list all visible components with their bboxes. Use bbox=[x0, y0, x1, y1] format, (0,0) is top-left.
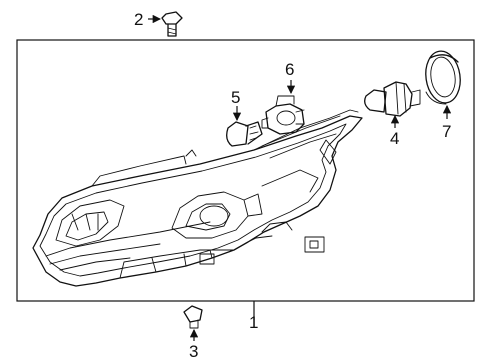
screw-part-2 bbox=[161, 11, 183, 37]
assembly-frame bbox=[16, 39, 475, 302]
callout-4: 4 bbox=[390, 129, 399, 148]
headlamp-housing bbox=[32, 109, 363, 287]
callout-3: 3 bbox=[189, 342, 198, 360]
callout-1: 1 bbox=[249, 313, 258, 332]
bulb-part-4 bbox=[364, 81, 421, 117]
callout-6: 6 bbox=[285, 60, 294, 79]
bulb-part-5 bbox=[226, 121, 263, 147]
socket-part-6 bbox=[261, 95, 305, 135]
retainer-clip bbox=[304, 236, 325, 253]
nut-part-3 bbox=[183, 305, 203, 329]
cap-part-7 bbox=[425, 50, 461, 105]
callout-5: 5 bbox=[231, 88, 240, 107]
callout-7: 7 bbox=[442, 122, 451, 141]
callout-2: 2 bbox=[134, 10, 143, 29]
